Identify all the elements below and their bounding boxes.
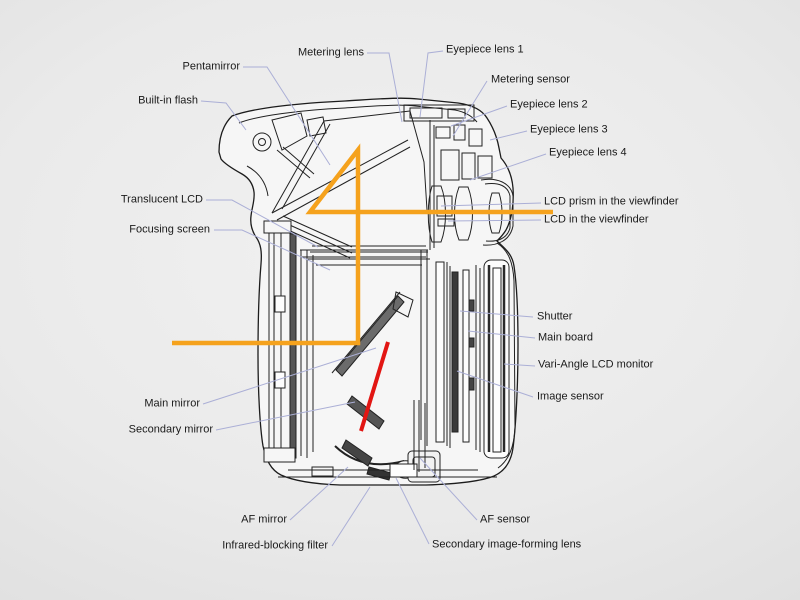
label-metering-sensor: Metering sensor xyxy=(491,73,570,86)
label-eyepiece-lens-1: Eyepiece lens 1 xyxy=(446,43,524,56)
leader-line-eyepiece-lens-4 xyxy=(469,153,547,181)
leader-line-secondary-image-forming-lens xyxy=(395,477,430,545)
leader-line-built-in-flash xyxy=(200,100,247,131)
viewfinder-light-path xyxy=(172,143,553,346)
label-vari-angle-lcd-monitor: Vari-Angle LCD monitor xyxy=(538,358,654,371)
leader-line-main-board xyxy=(467,330,536,339)
label-af-mirror: AF mirror xyxy=(241,513,287,526)
leader-line-shutter xyxy=(459,310,534,318)
lcd-in-viewfinder-shape xyxy=(437,218,455,227)
leader-line-secondary-mirror xyxy=(215,401,356,431)
leader-line-infrared-blocking-filter xyxy=(331,486,371,547)
shutter-shape xyxy=(435,261,445,443)
label-main-board: Main board xyxy=(538,331,594,344)
main-board-shape xyxy=(462,269,470,443)
leader-lines-layer xyxy=(200,50,547,547)
label-built-in-flash: Built-in flash xyxy=(138,94,198,107)
leader-line-pentamirror xyxy=(243,66,331,166)
leader-line-vari-angle-lcd-monitor xyxy=(503,363,536,367)
leader-line-af-mirror xyxy=(289,466,349,521)
label-main-mirror: Main mirror xyxy=(144,397,200,410)
leader-line-image-sensor xyxy=(456,370,534,398)
leader-line-eyepiece-lens-3 xyxy=(489,130,528,141)
label-pentamirror: Pentamirror xyxy=(182,60,240,73)
leader-line-lcd-prism-in-viewfinder xyxy=(440,202,542,207)
af-light-path xyxy=(359,341,390,432)
label-lcd-prism-in-viewfinder: LCD prism in the viewfinder xyxy=(544,195,679,208)
label-secondary-mirror: Secondary mirror xyxy=(128,423,213,436)
label-image-sensor: Image sensor xyxy=(537,390,604,403)
label-eyepiece-lens-3: Eyepiece lens 3 xyxy=(530,123,608,136)
leader-line-metering-lens xyxy=(367,52,403,123)
leader-line-translucent-lcd xyxy=(206,199,319,248)
leader-line-eyepiece-lens-1 xyxy=(419,50,444,118)
leader-line-focusing-screen xyxy=(214,229,331,271)
camera-artwork-group xyxy=(218,97,519,486)
main-mirror-shape xyxy=(335,295,405,377)
label-metering-lens: Metering lens xyxy=(297,46,364,59)
label-eyepiece-lens-2: Eyepiece lens 2 xyxy=(510,98,588,111)
camera-body-outline xyxy=(218,97,519,486)
label-translucent-lcd: Translucent LCD xyxy=(120,193,203,206)
light-path-layer xyxy=(172,143,553,432)
leader-line-eyepiece-lens-2 xyxy=(450,105,508,127)
leader-line-lcd-in-viewfinder xyxy=(447,219,542,222)
label-shutter: Shutter xyxy=(537,310,573,323)
leader-line-metering-sensor xyxy=(452,80,488,137)
image-sensor-shape xyxy=(451,271,459,433)
af-mirror-shape xyxy=(341,439,373,467)
leader-line-main-mirror xyxy=(202,347,377,405)
label-infrared-blocking-filter: Infrared-blocking filter xyxy=(222,539,328,552)
label-af-sensor: AF sensor xyxy=(480,513,531,526)
leader-line-af-sensor xyxy=(419,457,478,521)
label-eyepiece-lens-4: Eyepiece lens 4 xyxy=(549,146,627,159)
label-focusing-screen: Focusing screen xyxy=(129,223,210,236)
label-lcd-in-viewfinder: LCD in the viewfinder xyxy=(544,213,649,226)
label-secondary-image-forming-lens: Secondary image-forming lens xyxy=(432,538,582,551)
